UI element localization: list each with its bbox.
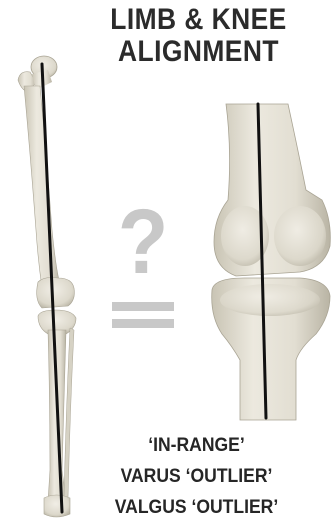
alignment-categories: ‘IN-RANGE’ VARUS ‘OUTLIER’ VALGUS ‘OUTLI… xyxy=(60,430,333,523)
tibial-plateau-closeup xyxy=(220,284,320,316)
question-mark-icon: ? xyxy=(112,196,175,288)
category-in-range: ‘IN-RANGE’ xyxy=(74,430,320,461)
femur-shaft xyxy=(24,86,60,288)
title-line-1: LIMB & KNEE xyxy=(80,4,317,36)
equals-icon xyxy=(112,302,174,328)
lateral-condyle xyxy=(274,206,326,266)
page-title: LIMB & KNEE ALIGNMENT xyxy=(80,4,317,68)
category-varus-outlier: VARUS ‘OUTLIER’ xyxy=(74,461,320,492)
knee-closeup-bones xyxy=(212,104,331,420)
title-line-2: ALIGNMENT xyxy=(80,36,317,68)
distal-femur xyxy=(37,278,75,309)
category-valgus-outlier: VALGUS ‘OUTLIER’ xyxy=(74,492,320,523)
